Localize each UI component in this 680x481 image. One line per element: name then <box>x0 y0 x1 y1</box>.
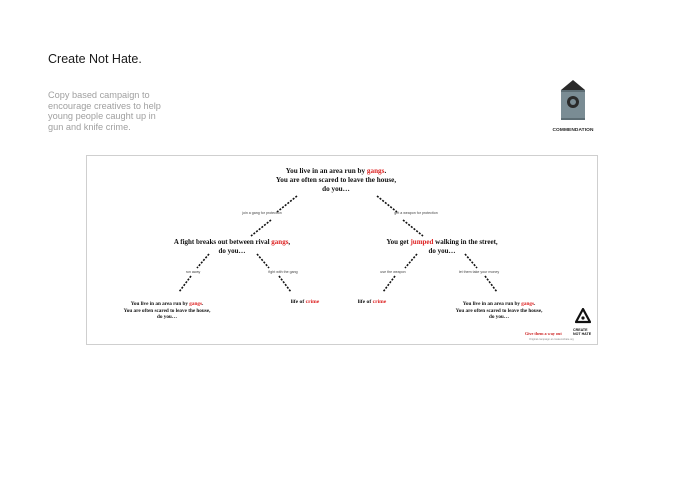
leaf-loop-left: You live in an area run by gangs. You ar… <box>123 301 211 321</box>
leaf-crime-left: life of crime <box>290 299 320 305</box>
badge-label: COMMENDATION <box>552 128 594 133</box>
poster-credit: Original campaign at createnothate.org <box>529 338 574 341</box>
create-not-hate-logo-icon <box>575 308 591 324</box>
poster-tagline: Give them a way out <box>525 331 562 336</box>
decision-tree-arrows <box>178 195 498 293</box>
choice-get-weapon: get a weapon for protection <box>394 211 438 215</box>
poster-image: You live in an area run by gangs. You ar… <box>86 155 598 345</box>
page-description: Copy based campaign to encourage creativ… <box>48 90 161 132</box>
leaf-crime-right: life of crime <box>357 299 387 305</box>
commendation-badge: COMMENDATION <box>552 80 594 133</box>
page-title: Create Not Hate. <box>48 52 142 66</box>
choice-fight-gang: fight with the gang <box>268 270 298 274</box>
choice-join-gang: join a gang for protection <box>242 211 282 215</box>
choice-let-them-take: let them take your money <box>458 270 500 274</box>
node-fight: A fight breaks out between rival gangs, … <box>173 238 291 255</box>
choice-use-weapon: use the weapon <box>380 270 406 274</box>
leaf-loop-right: You live in an area run by gangs. You ar… <box>455 301 543 321</box>
node-jumped: You get jumped walking in the street, do… <box>386 238 498 255</box>
pencil-award-icon <box>561 80 585 120</box>
choice-run-away: run away <box>185 270 201 274</box>
node-top: You live in an area run by gangs. You ar… <box>275 167 397 193</box>
